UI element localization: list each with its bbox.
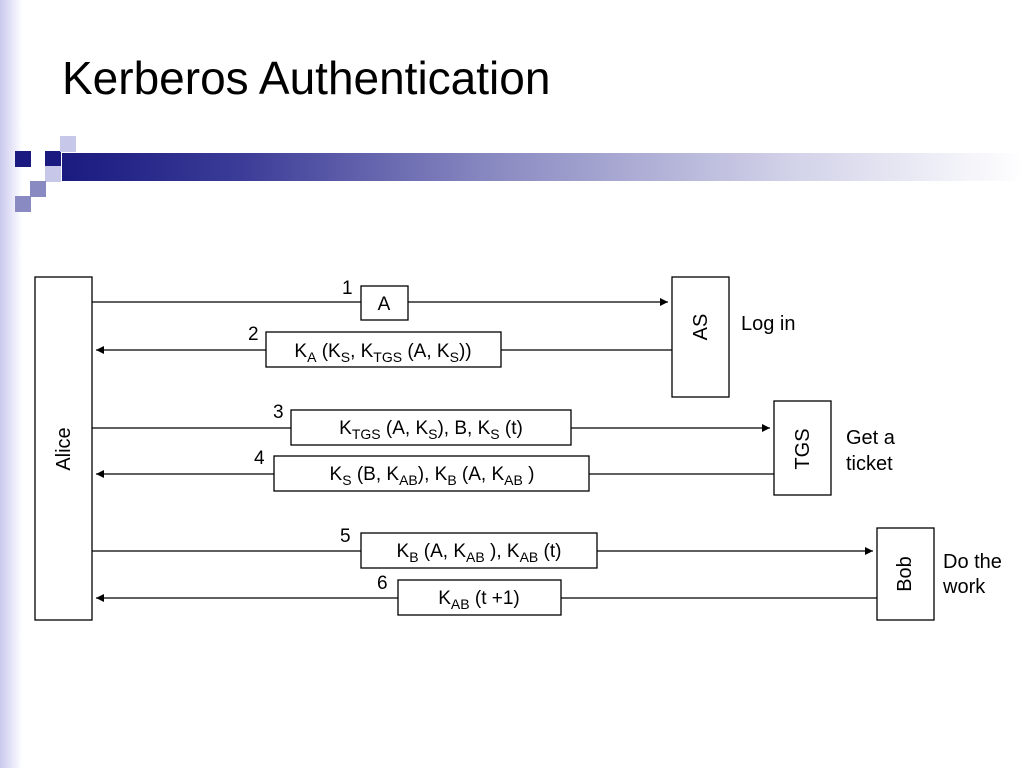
message-3: 3 KTGS (A, KS), B, KS (t) [92,402,770,446]
message-3-number: 3 [273,402,284,423]
deco-square [45,151,61,167]
message-4-number: 4 [254,448,265,469]
tgs-side-label-line2: ticket [846,453,893,475]
message-3-box [290,409,572,446]
message-1-number: 1 [342,278,353,299]
message-4-box [273,455,590,492]
message-6-text: KAB (t +1) [438,588,520,612]
message-1: 1 A [92,278,668,321]
deco-square [30,181,46,197]
message-1-box [360,285,409,321]
message-4: 4 KS (B, KAB), KB (A, KAB ) [96,448,774,492]
bob-side-label-line1: Do the [943,551,1002,573]
message-4-text: KS (B, KAB), KB (A, KAB ) [330,464,535,488]
bob-box [876,527,935,621]
as-side-label: Log in [741,313,796,335]
message-6: 6 KAB (t +1) [96,573,877,616]
message-1-text: A [378,294,391,315]
message-6-box [397,579,562,616]
message-2: 2 KA (KS, KTGS (A, KS)) [96,324,672,368]
deco-square [15,151,31,167]
tgs-side-label-line1: Get a [846,427,896,449]
left-decorative-strip [0,0,22,768]
alice-box [34,276,93,621]
tgs-box [773,400,832,496]
message-5-box [360,532,598,569]
as-box [671,276,730,398]
message-5-number: 5 [340,526,351,547]
bob-side-label-line2: work [942,576,986,598]
as-label: AS [690,314,712,341]
deco-square [45,166,61,182]
message-6-number: 6 [377,573,388,594]
message-5: 5 KB (A, KAB ), KAB (t) [92,526,873,569]
title-rule-bar [62,153,1024,181]
deco-square [15,196,31,212]
slide-title: Kerberos Authentication [62,52,551,104]
message-2-box [265,331,502,368]
message-2-number: 2 [248,324,259,345]
tgs-label: TGS [792,428,814,469]
alice-label: Alice [53,427,75,470]
deco-square [60,136,76,152]
bob-label: Bob [894,556,916,592]
